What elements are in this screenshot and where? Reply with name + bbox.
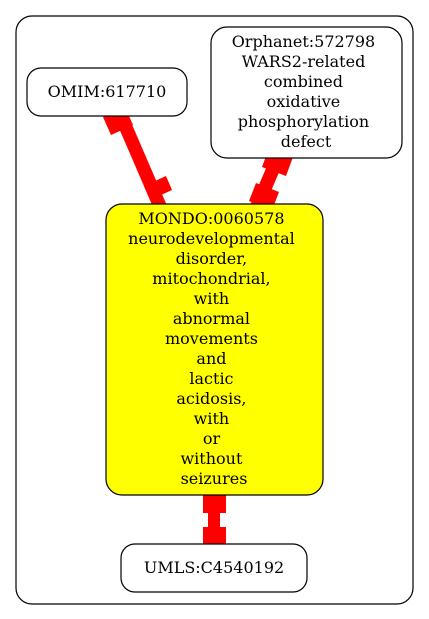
node-orphanet-label: Orphanet:572798 WARS2-related combined o… <box>232 32 381 151</box>
node-mondo-line-13: without <box>180 449 242 468</box>
cluster-border <box>15 15 414 605</box>
node-orphanet-line-4: oxidative <box>267 92 341 111</box>
node-orphanet-line-2: WARS2-related <box>242 52 366 71</box>
edge-mondo-umls-arrow-tail <box>203 490 226 513</box>
node-mondo-line-8: and <box>196 349 226 368</box>
node-mondo-line-2: neurodevelopmental <box>128 229 295 248</box>
node-omim[interactable]: OMIM:617710 <box>26 67 188 117</box>
node-umls[interactable]: UMLS:C4540192 <box>120 543 308 593</box>
node-mondo-box <box>105 203 324 496</box>
node-orphanet-box <box>210 26 403 159</box>
node-mondo-line-6: abnormal <box>173 309 250 328</box>
edge-omim-mondo <box>103 106 172 214</box>
node-mondo-line-4: mitochondrial, <box>152 269 270 288</box>
node-mondo-line-11: with <box>194 409 230 428</box>
node-mondo[interactable]: MONDO:0060578 neurodevelopmental disorde… <box>105 203 324 496</box>
node-mondo-line-3: disorder, <box>176 249 248 268</box>
node-mondo-line-10: acidosis, <box>176 389 246 408</box>
node-omim-label: OMIM:617710 <box>48 82 167 101</box>
node-mondo-line-12: or <box>203 429 221 448</box>
node-orphanet[interactable]: Orphanet:572798 WARS2-related combined o… <box>210 26 403 159</box>
node-orphanet-line-1: Orphanet:572798 <box>232 32 376 51</box>
edge-mondo-umls <box>203 490 226 550</box>
edge-orphanet-mondo-arrow-head <box>249 183 279 210</box>
node-mondo-line-14: seizures <box>181 469 248 488</box>
edge-omim-mondo-arrow-head <box>144 176 172 200</box>
node-orphanet-line-3: combined <box>264 72 343 91</box>
node-mondo-line-1: MONDO:0060578 <box>138 209 284 228</box>
node-orphanet-line-5: phosphorylation <box>238 112 369 131</box>
node-umls-label: UMLS:C4540192 <box>144 558 284 577</box>
node-mondo-line-5: with <box>194 289 230 308</box>
node-mondo-line-9: lactic <box>189 369 233 388</box>
node-mondo-line-7: movements <box>165 329 258 348</box>
node-umls-box <box>120 543 308 593</box>
node-orphanet-line-6: defect <box>281 132 332 151</box>
node-mondo-label: MONDO:0060578 neurodevelopmental disorde… <box>128 209 300 488</box>
node-omim-box <box>26 67 188 117</box>
